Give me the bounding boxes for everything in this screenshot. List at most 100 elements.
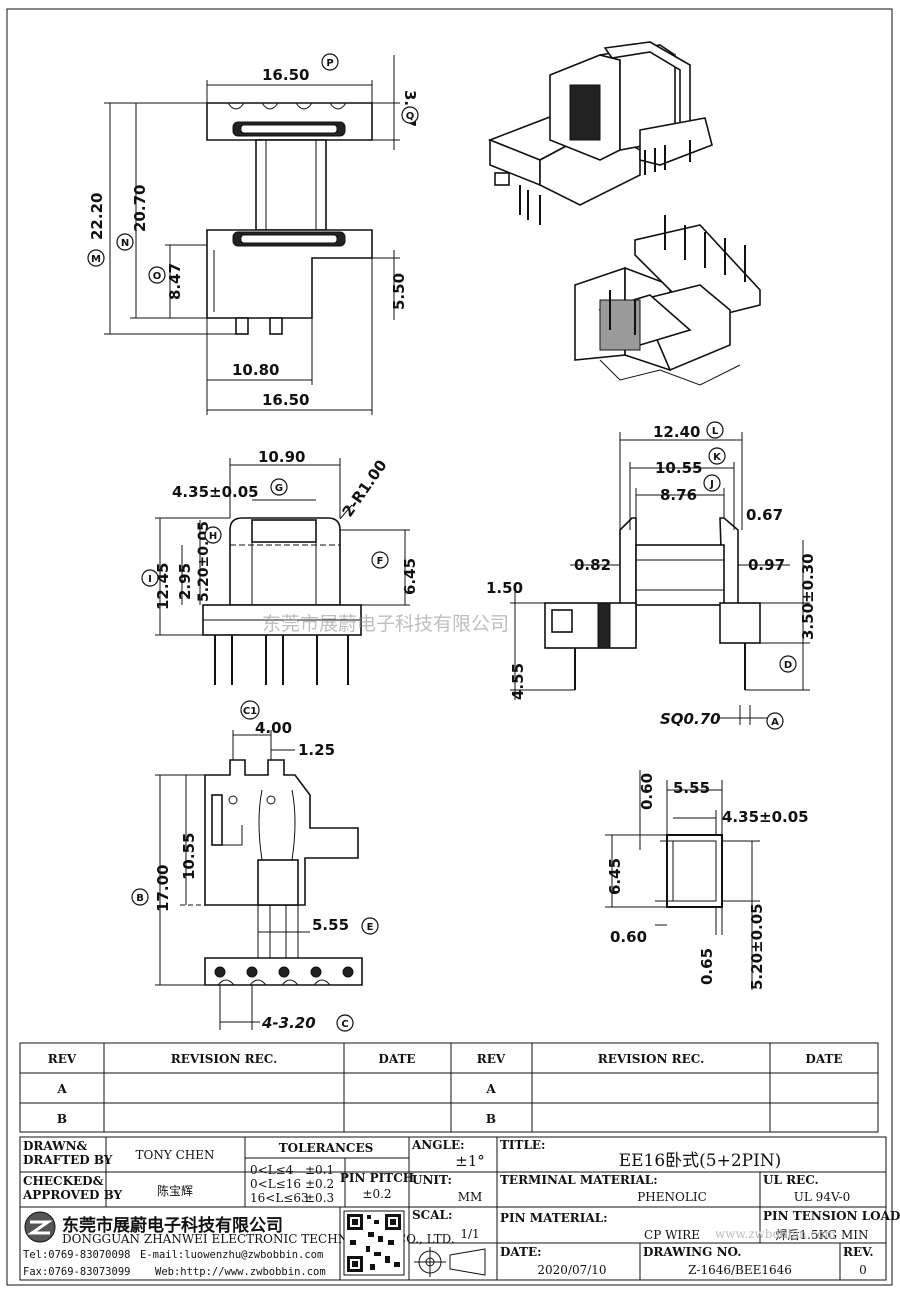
date-label: DATE: (500, 1245, 542, 1259)
title-label: TITLE: (500, 1138, 546, 1152)
pin-pitch-label: PIN PITCH (340, 1171, 414, 1185)
angle-label: ANGLE: (411, 1138, 465, 1152)
dim-section-height: 6.45 (606, 858, 624, 895)
drawn-label-1: DRAWN& (23, 1139, 88, 1153)
drawn-label-2: DRAFTED BY (23, 1153, 113, 1167)
dim-side-wall-l: 0.82 (574, 556, 611, 574)
svg-text:E: E (367, 922, 374, 933)
svg-text:D: D (784, 660, 792, 671)
rev-row-a-right: A (485, 1082, 496, 1096)
projection-symbol (414, 1247, 486, 1277)
revision-table: REV REVISION REC. DATE REV REVISION REC.… (19, 1042, 879, 1133)
tension-value: 焊后1.5KG MIN (776, 1227, 869, 1242)
angle-value: ±1° (455, 1152, 485, 1170)
dim-bottom-h1: 10.55 (180, 833, 198, 880)
tol-value-2: ±0.2 (305, 1177, 334, 1191)
svg-text:P: P (326, 58, 333, 69)
date-value: 2020/07/10 (537, 1263, 606, 1277)
dim-side-mid: 10.55 (655, 459, 702, 477)
dim-side-step: 3.50±0.30 (799, 553, 817, 640)
svg-text:C1: C1 (243, 706, 257, 717)
watermark: 东莞市展蔚电子科技有限公司 (262, 613, 509, 635)
watermark-url: www.zwbobbin.com (715, 1227, 836, 1241)
dim-side-pin: SQ0.70 (660, 710, 721, 728)
svg-text:N: N (121, 238, 129, 249)
dim-front-slot: 4.35±0.05 (172, 483, 259, 501)
svg-text:J: J (709, 479, 714, 490)
rev-header-3: DATE (378, 1052, 415, 1066)
tol-value-3: ±0.3 (305, 1191, 334, 1205)
dim-section-top: 0.60 (638, 773, 656, 810)
drawing-label: DRAWING NO. (643, 1245, 741, 1259)
dim-bottom-pitch-top: 4.00 (255, 719, 292, 737)
tolerances-label: TOLERANCES (279, 1141, 374, 1155)
rev-header-6: DATE (805, 1052, 842, 1066)
dim-section-bottom: 0.60 (610, 928, 647, 946)
qr-code (343, 1210, 405, 1276)
tol-value-1: ±0.1 (305, 1163, 334, 1177)
svg-text:L: L (712, 426, 719, 437)
dim-base-width: 10.80 (232, 361, 279, 379)
rev-value: 0 (859, 1263, 867, 1277)
dim-inner: 20.70 (131, 185, 149, 232)
svg-text:F: F (377, 556, 384, 567)
dim-front-radius: 2-R1.00 (339, 457, 391, 521)
checked-label-2: APPROVED BY (22, 1188, 123, 1202)
svg-text:A: A (771, 717, 779, 728)
svg-text:B: B (136, 893, 144, 904)
dim-top-width: 16.50 (262, 66, 309, 84)
ul-value: UL 94V-0 (794, 1190, 850, 1204)
company-tel: Tel:0769-83070098 (23, 1249, 130, 1261)
front-view: 10.90 2-R1.00 4.35±0.05 G 12.45 I 2.95 5… (141, 448, 419, 685)
dim-side-ledge: 1.50 (486, 579, 523, 597)
drawing-value: Z-1646/BEE1646 (688, 1263, 792, 1277)
terminal-label: TERMINAL MATERIAL: (500, 1173, 658, 1187)
pin-material-value: CP WIRE (644, 1228, 700, 1242)
dim-bottom-width: 16.50 (262, 391, 309, 409)
svg-text:C: C (341, 1019, 348, 1030)
dim-front-a: 2.95 (176, 563, 194, 600)
checked-value: 陈宝辉 (157, 1183, 193, 1198)
top-view: 16.50 P 3.47 Q 22.20 M 20.70 N 8.47 O 5.… (87, 53, 419, 415)
svg-text:I: I (148, 574, 152, 585)
rev-row-b-left: B (57, 1112, 67, 1126)
unit-label: UNIT: (412, 1173, 452, 1187)
dim-step: 5.50 (390, 273, 408, 310)
rev-label: REV. (843, 1245, 874, 1259)
dim-bottom-pitch: 4-3.20 (261, 1014, 316, 1032)
pin-pitch-value: ±0.2 (362, 1187, 391, 1201)
company-email: E-mail:luowenzhu@zwbobbin.com (140, 1249, 323, 1261)
bottom-view: 4.00 C1 1.25 10.55 17.00 B 5.55 E 4-3.20… (131, 700, 379, 1032)
svg-text:Q: Q (406, 111, 415, 122)
unit-value: MM (458, 1190, 483, 1204)
svg-text:O: O (153, 271, 162, 282)
dim-side-pin-h: 4.55 (509, 663, 527, 700)
isometric-top (487, 41, 713, 225)
dim-bottom-pin-off: 1.25 (298, 741, 335, 759)
dim-section-wall: 0.65 (698, 948, 716, 985)
side-view: 12.40 L 10.55 K 8.76 J 0.67 0.82 0.97 1.… (486, 421, 817, 730)
dim-bottom-slot: 5.55 (312, 916, 349, 934)
tol-range-2: 0<L≤16 (250, 1177, 301, 1191)
dim-section-inner: 4.35±0.05 (722, 808, 809, 826)
svg-text:H: H (209, 531, 217, 542)
pin-material-label: PIN MATERIAL: (500, 1211, 608, 1225)
dim-section-width: 5.55 (673, 779, 710, 797)
rev-header-1: REV (48, 1052, 77, 1066)
rev-row-b-right: B (486, 1112, 496, 1126)
dim-side-wall-top: 0.67 (746, 506, 783, 524)
svg-text:G: G (275, 483, 283, 494)
scale-value: 1/1 (460, 1227, 479, 1241)
section-view: 5.55 0.60 4.35±0.05 6.45 0.60 0.65 5.20±… (605, 770, 809, 990)
isometric-bottom (574, 215, 761, 386)
dim-front-top: 10.90 (258, 448, 305, 466)
rev-header-2: REVISION REC. (171, 1052, 278, 1066)
drawn-value: TONY CHEN (136, 1148, 215, 1162)
rev-header-4: REV (477, 1052, 506, 1066)
rev-row-a-left: A (56, 1082, 67, 1096)
company-logo (24, 1211, 56, 1243)
tension-label: PIN TENSION LOAD: (763, 1209, 900, 1223)
drawing-border (6, 8, 893, 1286)
terminal-value: PHENOLIC (637, 1190, 707, 1204)
